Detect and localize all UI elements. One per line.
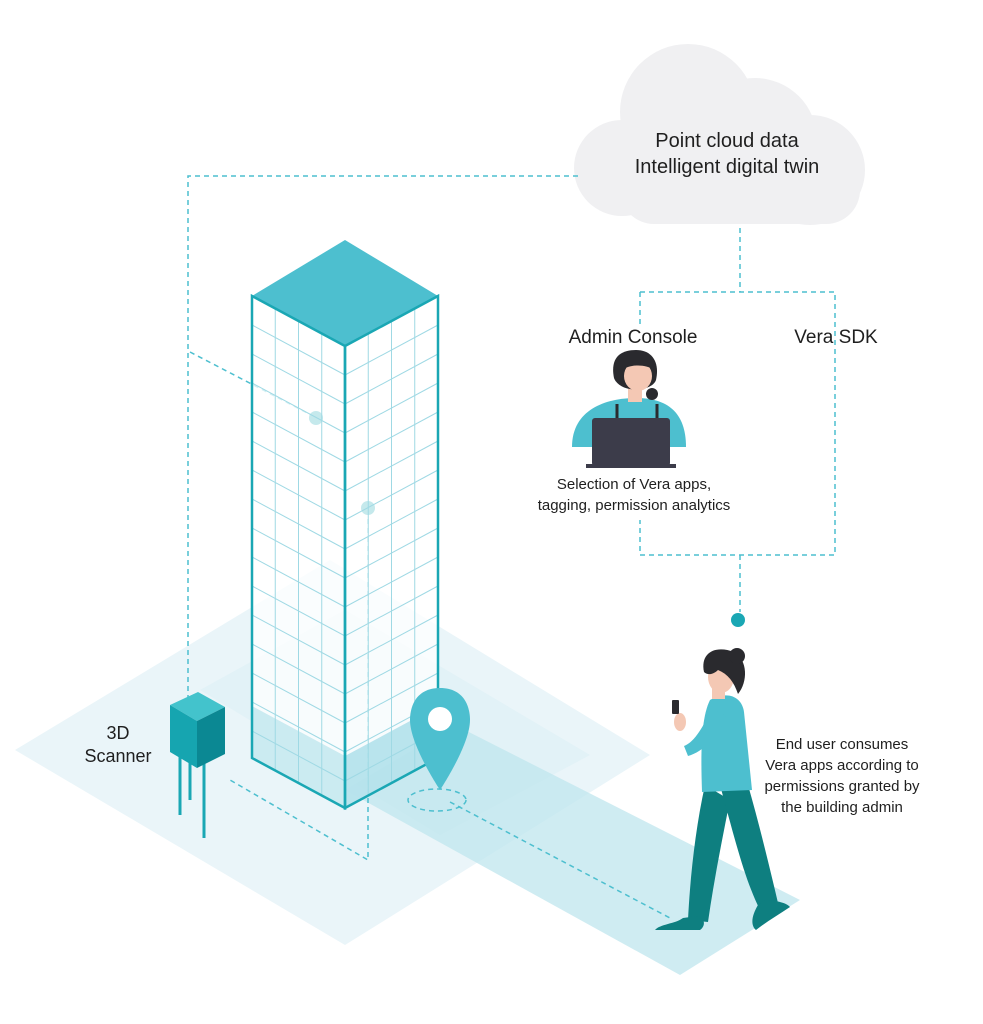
- facade-grid-line: [252, 614, 345, 666]
- facade-grid-line: [345, 324, 438, 376]
- end-user-description: End user consumes Vera apps according to…: [764, 734, 919, 818]
- admin-description-line-1: Selection of Vera apps,: [556, 476, 712, 493]
- facade-grid-line: [345, 440, 438, 492]
- admin-description-line-2: tagging, permission analytics: [537, 497, 731, 514]
- end-user-line-4: the building admin: [781, 799, 903, 816]
- scanner-label-line-1: 3D: [106, 723, 130, 743]
- facade-grid-line: [345, 556, 438, 608]
- vera-sdk-label: Vera SDK: [794, 327, 878, 348]
- building-tower: [250, 240, 440, 811]
- facade-grid-line: [252, 382, 345, 434]
- cloud-label: Point cloud data Intelligent digital twi…: [635, 128, 820, 180]
- facade-grid-line: [345, 353, 438, 405]
- scanner-label: 3D Scanner: [84, 722, 151, 768]
- facade-grid-line: [252, 353, 345, 405]
- laptop-icon: [592, 418, 670, 466]
- facade-grid-line: [252, 672, 345, 724]
- facade-grid-line: [345, 585, 438, 637]
- facade-grid-line: [252, 469, 345, 521]
- facade-grid-line: [252, 411, 345, 463]
- end-user-illustration: [655, 648, 790, 930]
- phone-icon: [672, 700, 679, 714]
- cloud-label-line-1: Point cloud data: [655, 130, 799, 152]
- facade-grid-line: [345, 614, 438, 666]
- facade-grid-line: [252, 556, 345, 608]
- facade-grid-line: [252, 585, 345, 637]
- building-roof: [252, 240, 438, 346]
- facade-grid-line: [252, 527, 345, 579]
- facade-grid-line: [345, 411, 438, 463]
- admin-person-illustration: [572, 350, 686, 468]
- end-user-line-3: permissions granted by: [764, 778, 920, 795]
- facade-grid-line: [252, 730, 345, 782]
- cloud-label-line-2: Intelligent digital twin: [634, 156, 820, 178]
- connector-dot: [731, 613, 745, 627]
- facade-grid-line: [345, 498, 438, 550]
- admin-console-label: Admin Console: [568, 327, 698, 348]
- facade-grid-line: [252, 440, 345, 492]
- facade-grid-line: [252, 324, 345, 376]
- location-pin-icon: [410, 688, 470, 790]
- facade-grid-line: [252, 498, 345, 550]
- dashed-connectors: [187, 175, 836, 919]
- admin-console-description: Selection of Vera apps, tagging, permiss…: [538, 474, 731, 516]
- facade-grid-line: [345, 469, 438, 521]
- facade-grid-line: [252, 701, 345, 753]
- path-strip: [345, 725, 800, 975]
- facade-grid-line: [345, 643, 438, 695]
- facade-grid-line: [345, 382, 438, 434]
- end-user-line-2: Vera apps according to: [765, 757, 919, 774]
- facade-grid-line: [345, 672, 438, 724]
- scanner-device-icon: [170, 692, 225, 838]
- end-user-line-1: End user consumes: [775, 736, 909, 753]
- facade-grid-line: [252, 643, 345, 695]
- facade-grid-line: [345, 527, 438, 579]
- cloud-shape: [574, 44, 865, 225]
- scanner-label-line-2: Scanner: [84, 746, 152, 766]
